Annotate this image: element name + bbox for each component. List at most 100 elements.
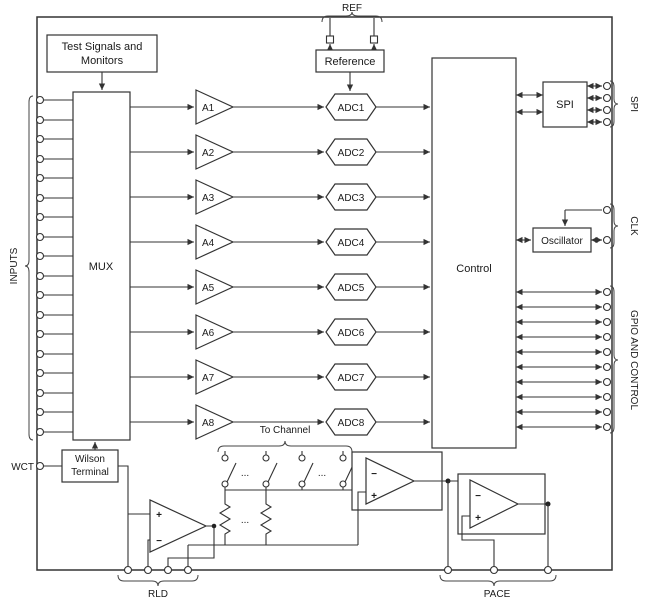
- opamp-minus-sign: −: [475, 491, 481, 502]
- spi-pin: [602, 105, 612, 115]
- gpio-pin: [602, 362, 612, 372]
- amplifier-a2: [195, 134, 235, 170]
- spi-pin: [602, 117, 612, 127]
- test-signals-label-line1: Test Signals and: [62, 41, 143, 53]
- amplifier-a5: [195, 269, 235, 305]
- amplifier-a7: [195, 359, 235, 395]
- switch-contact: [262, 454, 270, 462]
- switch-contact: [262, 480, 270, 488]
- pace-pin: [443, 565, 453, 575]
- gpio-pin: [602, 407, 612, 417]
- gpio-pin: [602, 422, 612, 432]
- amp-label: A6: [202, 328, 215, 339]
- pace-brace: [439, 574, 557, 587]
- reference-label: Reference: [325, 56, 376, 68]
- adc-label: ADC8: [338, 418, 365, 429]
- input-pin: [35, 368, 45, 378]
- channel-4: A4 ADC4: [130, 224, 430, 260]
- switch-lever: [267, 462, 278, 483]
- input-pin: [35, 388, 45, 398]
- adc-label: ADC7: [338, 373, 365, 384]
- mux-label: MUX: [89, 261, 114, 273]
- test-signals-block: [46, 34, 158, 73]
- input-pin: [35, 427, 45, 437]
- to-channel-group: To Channel ... ...: [217, 425, 366, 491]
- adc-label: ADC3: [338, 193, 365, 204]
- opamp-plus-sign: +: [475, 513, 481, 524]
- amp-label: A8: [202, 418, 215, 429]
- input-pin: [35, 329, 45, 339]
- gpio-pin: [602, 302, 612, 312]
- pace-pin: [543, 565, 553, 575]
- input-pin: [35, 349, 45, 359]
- wire: [118, 465, 129, 570]
- oscillator-label: Oscillator: [541, 236, 583, 247]
- opamp-plus-sign: +: [156, 510, 162, 521]
- ref-brace: [321, 11, 383, 23]
- gpio-brace: [609, 285, 619, 434]
- resistor: [218, 500, 232, 538]
- opamp-minus-sign: −: [371, 469, 377, 480]
- amp-label: A2: [202, 148, 215, 159]
- reference-group: Reference: [315, 49, 385, 91]
- ref-pad: [325, 35, 335, 44]
- gpio-pin-label: GPIO AND CONTROL: [628, 310, 639, 410]
- gpio-pin: [602, 392, 612, 402]
- to-channel-label: To Channel: [260, 425, 311, 436]
- pace-pin: [489, 565, 499, 575]
- switch-contact: [298, 454, 306, 462]
- switch-contact: [339, 454, 347, 462]
- channel-8: A8 ADC8: [130, 404, 430, 440]
- input-pin: [35, 232, 45, 242]
- adc-label: ADC6: [338, 328, 365, 339]
- gpio-group: GPIO AND CONTROL: [516, 285, 639, 434]
- clk-brace: [609, 203, 619, 249]
- control-block: [431, 57, 517, 449]
- wct-pin-label: WCT: [11, 462, 34, 473]
- switch-ellipsis: ...: [318, 468, 326, 479]
- spi-brace: [609, 80, 619, 128]
- pace-network: − + − +: [351, 451, 551, 570]
- switch-contact: [221, 454, 229, 462]
- clk-pin: [602, 235, 612, 245]
- resistor-ellipsis: ...: [241, 515, 249, 526]
- switch-contact: [221, 480, 229, 488]
- input-pin: [35, 310, 45, 320]
- channel-2: A2 ADC2: [130, 134, 430, 170]
- input-pin: [35, 115, 45, 125]
- inputs-label: INPUTS: [9, 247, 20, 284]
- pace-pin-label: PACE: [484, 589, 511, 600]
- ref-pin-label: REF: [342, 3, 362, 14]
- amplifier-a3: [195, 179, 235, 215]
- opamp-minus-sign: −: [156, 536, 162, 547]
- gpio-pin: [602, 347, 612, 357]
- rld-pin: [123, 565, 133, 575]
- spi-pin-label: SPI: [628, 96, 639, 112]
- test-signals-label-line2: Monitors: [81, 55, 124, 67]
- spi-pin: [602, 81, 612, 91]
- rld-network: + − ...: [118, 465, 358, 570]
- amp-label: A3: [202, 193, 215, 204]
- input-pin: [35, 173, 45, 183]
- amp-label: A4: [202, 238, 215, 249]
- to-channel-brace: [217, 440, 353, 453]
- channel-7: A7 ADC7: [130, 359, 430, 395]
- input-pin: [35, 251, 45, 261]
- spi-group: SPI SPI: [516, 80, 639, 128]
- gpio-pin: [602, 377, 612, 387]
- resistor: [259, 500, 273, 538]
- input-pin: [35, 95, 45, 105]
- mux-group: MUX: [72, 91, 131, 441]
- input-pin: [35, 193, 45, 203]
- wire: [167, 525, 215, 570]
- wct-pin: [35, 461, 45, 471]
- spi-pin: [602, 93, 612, 103]
- ref-pin-group: REF: [321, 3, 383, 51]
- spi-label: SPI: [556, 99, 574, 111]
- pace-pin-group: PACE: [439, 565, 557, 600]
- input-pin: [35, 271, 45, 281]
- gpio-pin: [602, 287, 612, 297]
- ref-pad: [369, 35, 379, 44]
- rld-pin: [163, 565, 173, 575]
